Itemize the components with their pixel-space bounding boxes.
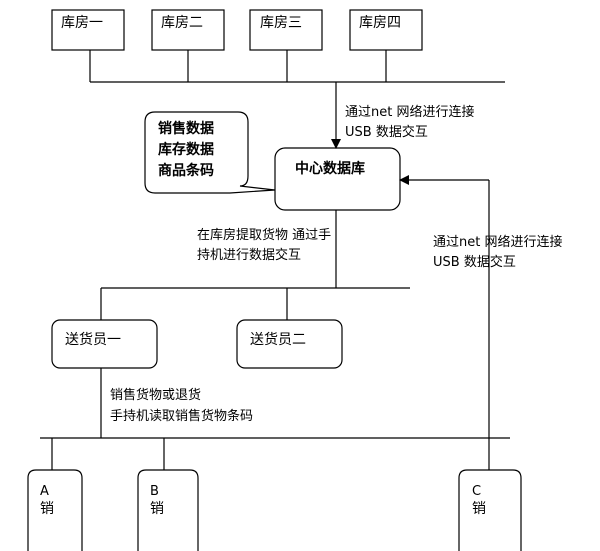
sales-point-c-letter: C [472,484,482,499]
warehouse-label-2: 库房二 [161,15,203,31]
warehouse-label-4: 库房四 [359,15,401,31]
sales-point-c-box [458,469,522,551]
pickup-label-line2: 持机进行数据交互 [197,248,302,263]
sales-point-b-text: 销 [150,501,164,517]
net-label-right-line2: USB 数据交互 [433,255,516,270]
courier-box-1 [51,319,158,369]
pickup-label-line1: 在库房提取货物 通过手 [197,228,332,243]
callout-line-1: 销售数据 [158,121,214,137]
callout-bubble [144,111,276,194]
sales-point-a-box [27,469,83,551]
warehouse-label-3: 库房三 [260,15,302,31]
callout-line-3: 商品条码 [158,163,214,179]
central-db-box [274,147,401,211]
net-label-top-line2: USB 数据交互 [345,125,428,140]
sales-label-line1: 销售货物或退货 [110,388,202,403]
sales-point-a-letter: A [40,484,49,499]
sales-point-b-box [137,469,199,551]
sales-point-c-text: 销 [472,501,486,517]
central-db-label: 中心数据库 [295,161,365,177]
courier-label-2: 送货员二 [250,332,306,348]
sales-point-b-letter: B [150,484,159,499]
warehouse-box-1 [51,9,125,51]
courier-label-1: 送货员一 [65,332,121,348]
sales-label-line2: 手持机读取销售货物条码 [110,409,254,424]
net-label-top-line1: 通过net 网络进行连接 [345,105,475,120]
callout-line-2: 库存数据 [158,142,214,158]
sales-point-a-text: 销 [40,501,54,517]
courier-box-2 [236,319,343,369]
warehouse-box-3 [249,9,323,51]
warehouse-label-1: 库房一 [61,15,103,31]
net-label-right-line1: 通过net 网络进行连接 [433,235,563,250]
